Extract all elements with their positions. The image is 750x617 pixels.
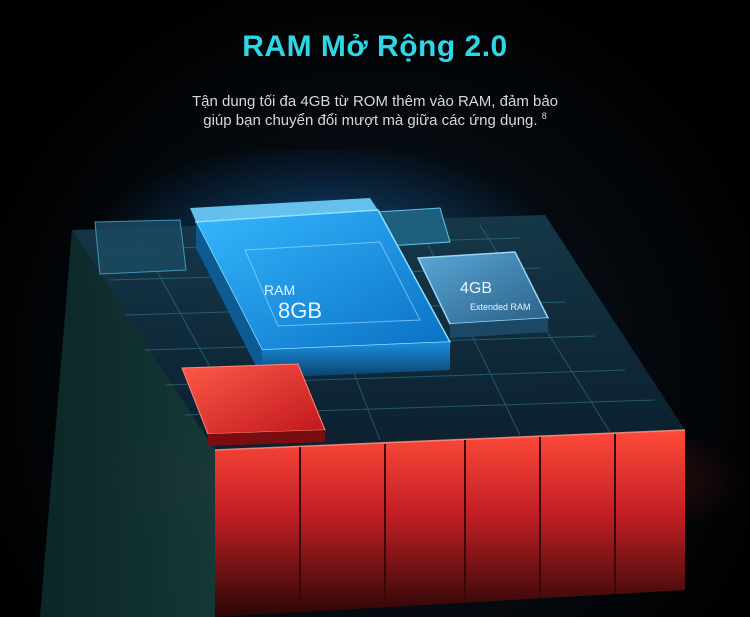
memory-board-illustration: RAM 8GB 4GB Extended RAM — [40, 150, 750, 617]
board-left-face — [40, 230, 215, 617]
front-top-edge — [214, 429, 686, 451]
page-subtitle: Tận dung tối đa 4GB từ ROM thêm vào RAM,… — [140, 92, 610, 130]
red-block — [181, 363, 326, 446]
page-title: RAM Mở Rộng 2.0 — [242, 30, 508, 63]
ram-chip: RAM 8GB — [190, 198, 452, 378]
subtitle-line-1: Tận dung tối đa 4GB từ ROM thêm vào RAM,… — [191, 93, 559, 110]
board-front-face — [215, 430, 685, 617]
extended-ram-chip: 4GB Extended RAM — [416, 251, 550, 338]
extended-size: 4GB — [460, 280, 492, 297]
ram-label: RAM — [264, 282, 295, 298]
subtitle-line-2: giúp bạn chuyển đổi mượt mà giữa các ứng… — [140, 111, 610, 130]
ram-size: 8GB — [278, 298, 322, 323]
left-chip — [94, 219, 187, 275]
extended-label: Extended RAM — [470, 302, 531, 312]
subtitle-line-2-text: giúp bạn chuyển đổi mượt mà giữa các ứng… — [203, 112, 538, 129]
front-slot-dividers — [299, 434, 616, 612]
footnote-marker: 8 — [541, 111, 547, 121]
